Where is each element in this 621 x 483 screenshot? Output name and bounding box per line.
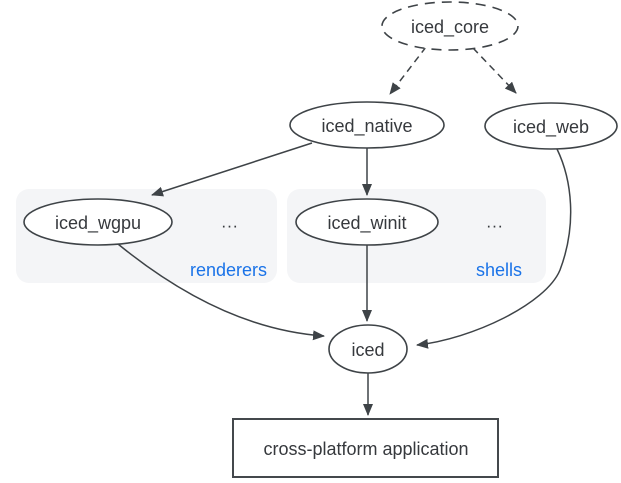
renderers-ellipsis: ...	[221, 213, 238, 232]
node-iced-native: iced_native	[289, 101, 445, 149]
node-iced-wgpu-label: iced_wgpu	[55, 213, 141, 234]
edge-native-to-wgpu	[151, 142, 313, 197]
renderers-group-label: renderers	[190, 260, 267, 280]
node-iced-wgpu-shape	[23, 198, 173, 246]
node-iced-web-shape	[484, 102, 618, 150]
node-iced-core: iced_core	[381, 1, 519, 51]
node-iced-web-label: iced_web	[513, 117, 589, 138]
node-iced-winit-label: iced_winit	[327, 213, 406, 234]
node-iced-native-shape	[289, 101, 445, 149]
node-cross-platform-application-shape	[232, 418, 499, 478]
node-cross-platform-application-label: cross-platform application	[263, 439, 468, 459]
edge-core-to-web	[472, 47, 517, 94]
edge-core-to-native	[389, 46, 427, 95]
node-iced-winit-shape	[295, 198, 439, 246]
node-iced-label: iced	[351, 340, 384, 360]
node-iced-wgpu: iced_wgpu	[23, 198, 173, 246]
node-iced-native-label: iced_native	[321, 116, 412, 137]
node-iced: iced	[328, 324, 408, 374]
node-iced-core-label: iced_core	[411, 17, 489, 38]
node-cross-platform-application: cross-platform application	[232, 418, 499, 478]
shells-ellipsis: ...	[486, 213, 503, 232]
node-iced-web: iced_web	[484, 102, 618, 150]
edge-web-to-iced	[416, 148, 572, 349]
shells-group-label: shells	[476, 260, 522, 280]
node-iced-core-shape	[381, 1, 519, 51]
node-iced-shape	[328, 324, 408, 374]
node-iced-winit: iced_winit	[295, 198, 439, 246]
edge-wgpu-to-iced	[117, 243, 325, 341]
